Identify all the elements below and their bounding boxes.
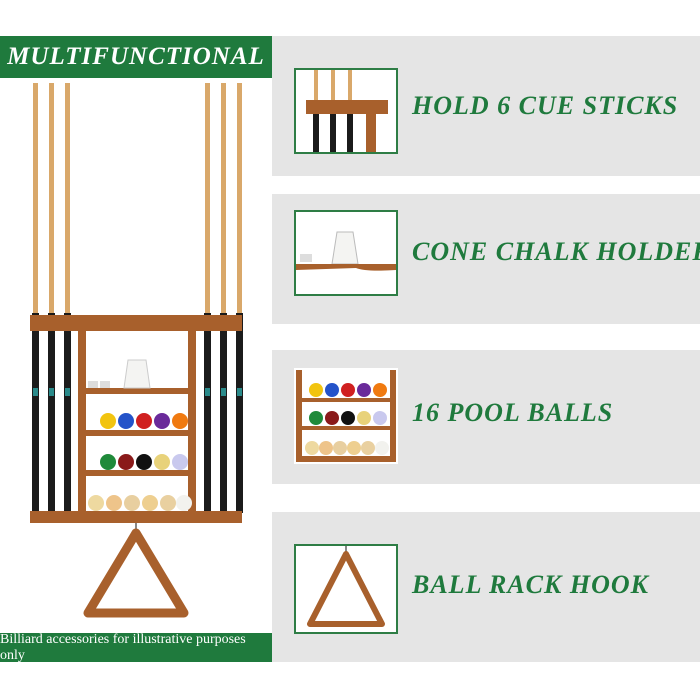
feature-panel-balls: 16 POOL BALLS: [272, 350, 700, 484]
cue-sticks-thumb: [294, 68, 398, 154]
triangle-rack-thumb: [294, 544, 398, 634]
feature-label-cues: HOLD 6 CUE STICKS: [412, 91, 679, 120]
feature-panel-cues: HOLD 6 CUE STICKS: [272, 36, 700, 176]
triangle-rack: [83, 523, 189, 618]
ball-row-3: [88, 495, 192, 511]
cue-group-left: [32, 83, 71, 513]
wood-frame: [30, 315, 242, 523]
rack-illustration: [30, 83, 243, 618]
ball-row-2: [100, 454, 188, 470]
ball-row-1: [100, 413, 188, 429]
feature-label-chalk: CONE CHALK HOLDER: [412, 237, 700, 266]
pool-balls-thumb: [294, 368, 398, 464]
disclaimer: Billiard accessories for illustrative pu…: [0, 632, 272, 663]
chalk-holder-thumb: [294, 210, 398, 296]
cue-group-right: [204, 83, 243, 513]
feature-panel-hook: BALL RACK HOOK: [272, 512, 700, 662]
feature-label-balls: 16 POOL BALLS: [412, 398, 614, 427]
page-title: MULTIFUNCTIONAL: [0, 36, 272, 78]
feature-panel-chalk: CONE CHALK HOLDER: [272, 194, 700, 324]
feature-label-hook: BALL RACK HOOK: [412, 570, 649, 599]
